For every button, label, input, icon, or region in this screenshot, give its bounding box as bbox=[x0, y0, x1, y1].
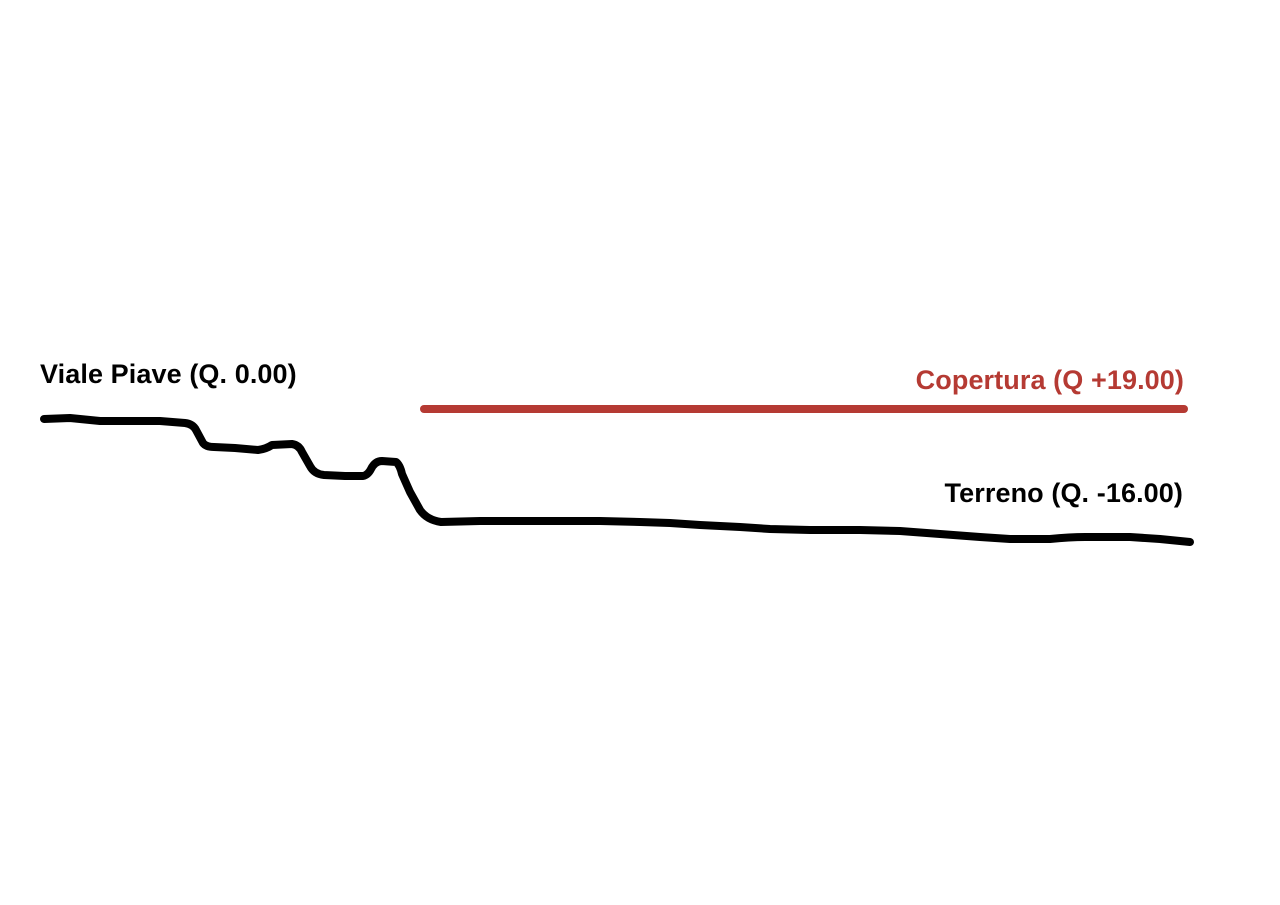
terrain-profile-line bbox=[40, 414, 1194, 546]
ground-level-label: Terreno (Q. -16.00) bbox=[944, 478, 1183, 508]
roof-level-label: Copertura (Q +19.00) bbox=[915, 365, 1184, 395]
street-level-label: Viale Piave (Q. 0.00) bbox=[40, 359, 297, 389]
